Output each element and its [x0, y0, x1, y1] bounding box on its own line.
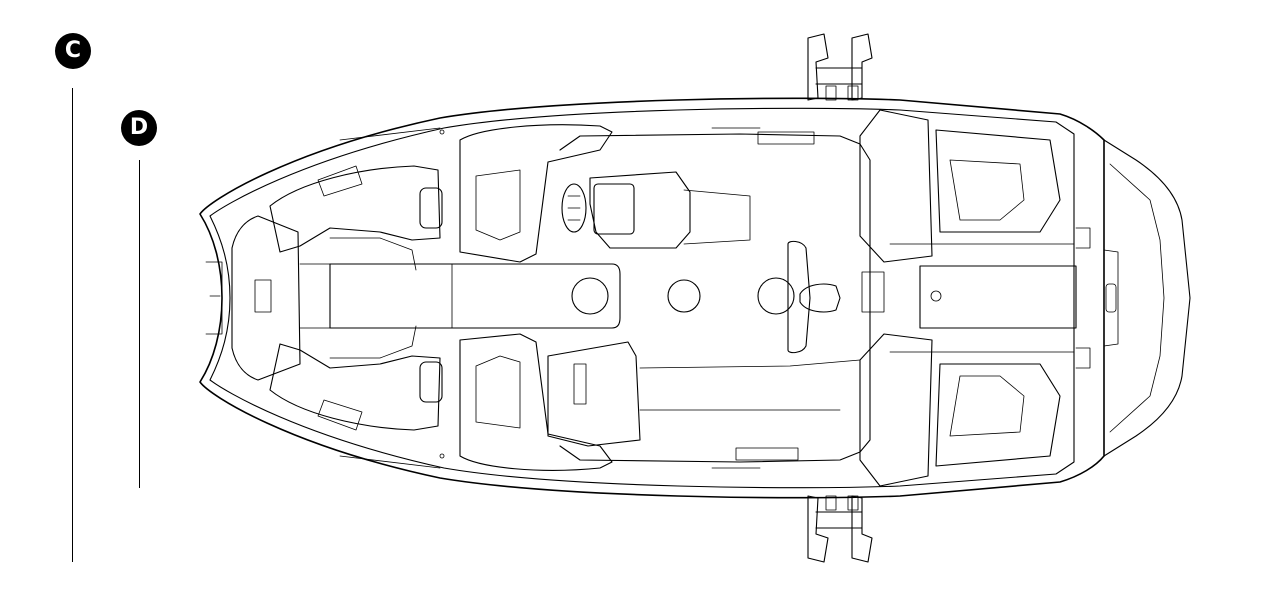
swim-platform: [1103, 139, 1191, 457]
center-walkway: [299, 263, 621, 329]
dimension-line-d: [139, 160, 140, 488]
marker-c-label: C: [64, 38, 82, 63]
dimension-line-c: [72, 88, 73, 562]
cockpit: [547, 127, 871, 469]
marker-c: C: [55, 33, 91, 69]
marker-d: D: [121, 110, 157, 146]
stern-seating: [859, 109, 1091, 487]
marker-d-label: D: [129, 115, 149, 140]
tower-leg-bottom: [807, 495, 873, 563]
helm-console: [459, 124, 751, 471]
tower-leg-top: [807, 33, 873, 101]
bow-area: [205, 127, 445, 469]
hull-outline: [199, 97, 1105, 499]
